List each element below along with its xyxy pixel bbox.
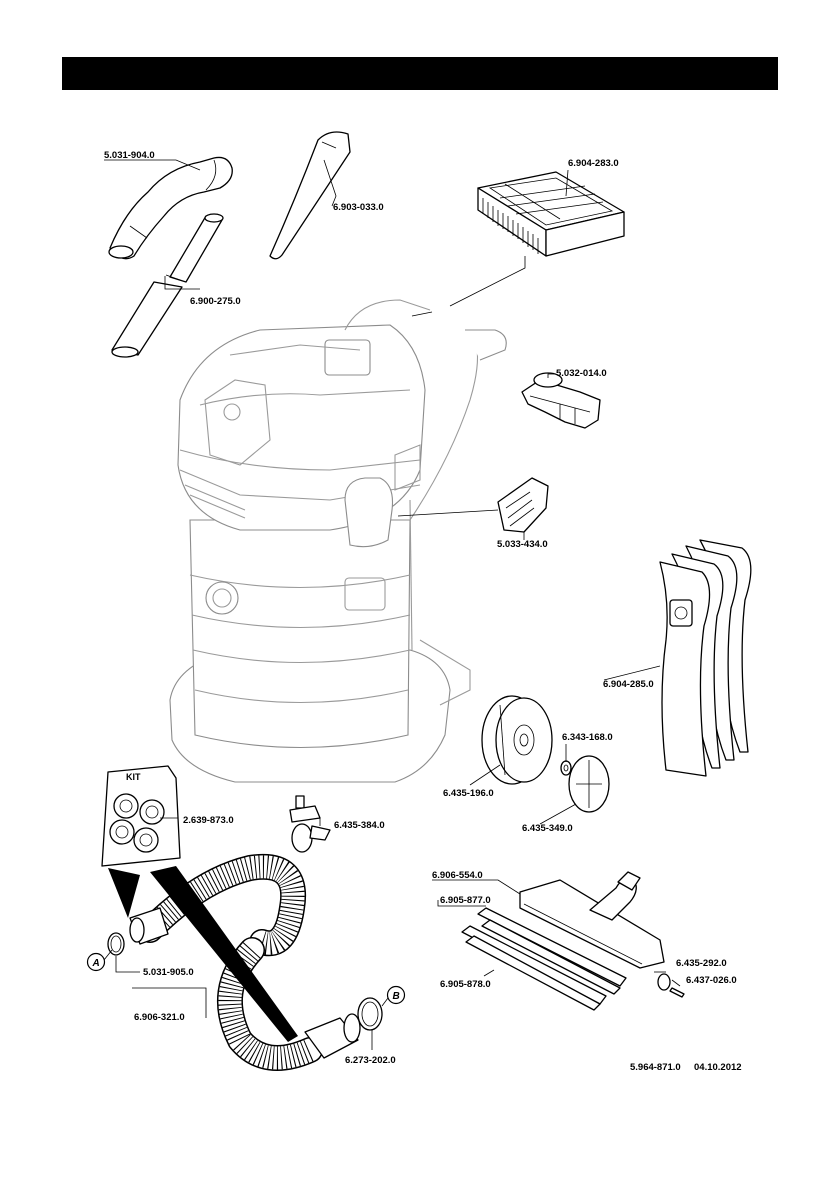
part-6-903-033-0-crevice-nozzle	[269, 131, 351, 260]
kit-callout-wedges	[108, 866, 298, 1042]
part-6-435-292-0-roller	[657, 973, 671, 991]
part-6-905-878-0-strips	[461, 925, 607, 1011]
header-bar	[62, 57, 778, 90]
part-6-906-554-0-floor-nozzle	[519, 871, 665, 969]
part-2-639-873-0-kit-bag	[101, 765, 181, 867]
label-6-904-285-0: 6.904-285.0	[603, 679, 654, 690]
label-6-435-292-0: 6.435-292.0	[676, 958, 727, 969]
label-6-900-275-0: 6.900-275.0	[190, 296, 241, 307]
label-6-906-321-0: 6.906-321.0	[134, 1012, 185, 1023]
label-5-031-904-0: 5.031-904.0	[104, 150, 155, 161]
part-labels: 5.031-904.0 6.903-033.0 6.904-283.0 6.90…	[104, 150, 737, 1066]
part-5-031-904-0-bent-tube	[108, 156, 233, 260]
vacuum-body-illustration	[169, 299, 507, 783]
label-5-032-014-0: 5.032-014.0	[556, 368, 607, 379]
part-6-437-026-0-pin	[669, 987, 685, 998]
label-6-343-168-0: 6.343-168.0	[562, 732, 613, 743]
label-6-903-033-0: 6.903-033.0	[333, 202, 384, 213]
part-6-904-285-0-filter-bags	[659, 539, 752, 777]
footer-date: 04.10.2012	[694, 1062, 742, 1073]
label-6-905-877-0: 6.905-877.0	[440, 895, 491, 906]
label-5-033-434-0: 5.033-434.0	[497, 539, 548, 550]
label-6-273-202-0: 6.273-202.0	[345, 1055, 396, 1066]
marker-b-label: B	[393, 991, 400, 1002]
part-5-032-014-0-holder	[521, 372, 601, 429]
label-5-031-905-0: 5.031-905.0	[143, 967, 194, 978]
part-6-435-196-0-wheel	[481, 695, 553, 785]
part-6-343-168-0-washer	[560, 760, 572, 776]
label-6-435-384-0: 6.435-384.0	[334, 820, 385, 831]
label-6-435-196-0: 6.435-196.0	[443, 788, 494, 799]
label-6-437-026-0: 6.437-026.0	[686, 975, 737, 986]
marker-a-label: A	[92, 958, 100, 969]
part-5-031-905-0-ring	[107, 932, 125, 956]
footer-doc-number: 5.964-871.0	[630, 1062, 681, 1073]
label-6-435-349-0: 6.435-349.0	[522, 823, 573, 834]
kit-label: KIT	[126, 772, 141, 782]
part-6-273-202-0-ring	[357, 997, 383, 1031]
label-6-906-554-0: 6.906-554.0	[432, 870, 483, 881]
part-6-435-384-0-caster	[289, 795, 331, 853]
part-6-900-275-0-extension-tubes	[111, 213, 224, 358]
label-6-904-283-0: 6.904-283.0	[568, 158, 619, 169]
part-5-033-434-0-latch	[497, 477, 549, 533]
label-2-639-873-0: 2.639-873.0	[183, 815, 234, 826]
part-6-905-877-0-strips	[477, 907, 627, 995]
marker-a: A	[86, 952, 106, 972]
part-6-904-283-0-flat-filter	[477, 171, 625, 257]
label-6-905-878-0: 6.905-878.0	[440, 979, 491, 990]
leader-lines	[103, 159, 681, 1050]
marker-b: B	[386, 985, 406, 1005]
part-6-435-349-0-hub-cap	[568, 755, 610, 813]
